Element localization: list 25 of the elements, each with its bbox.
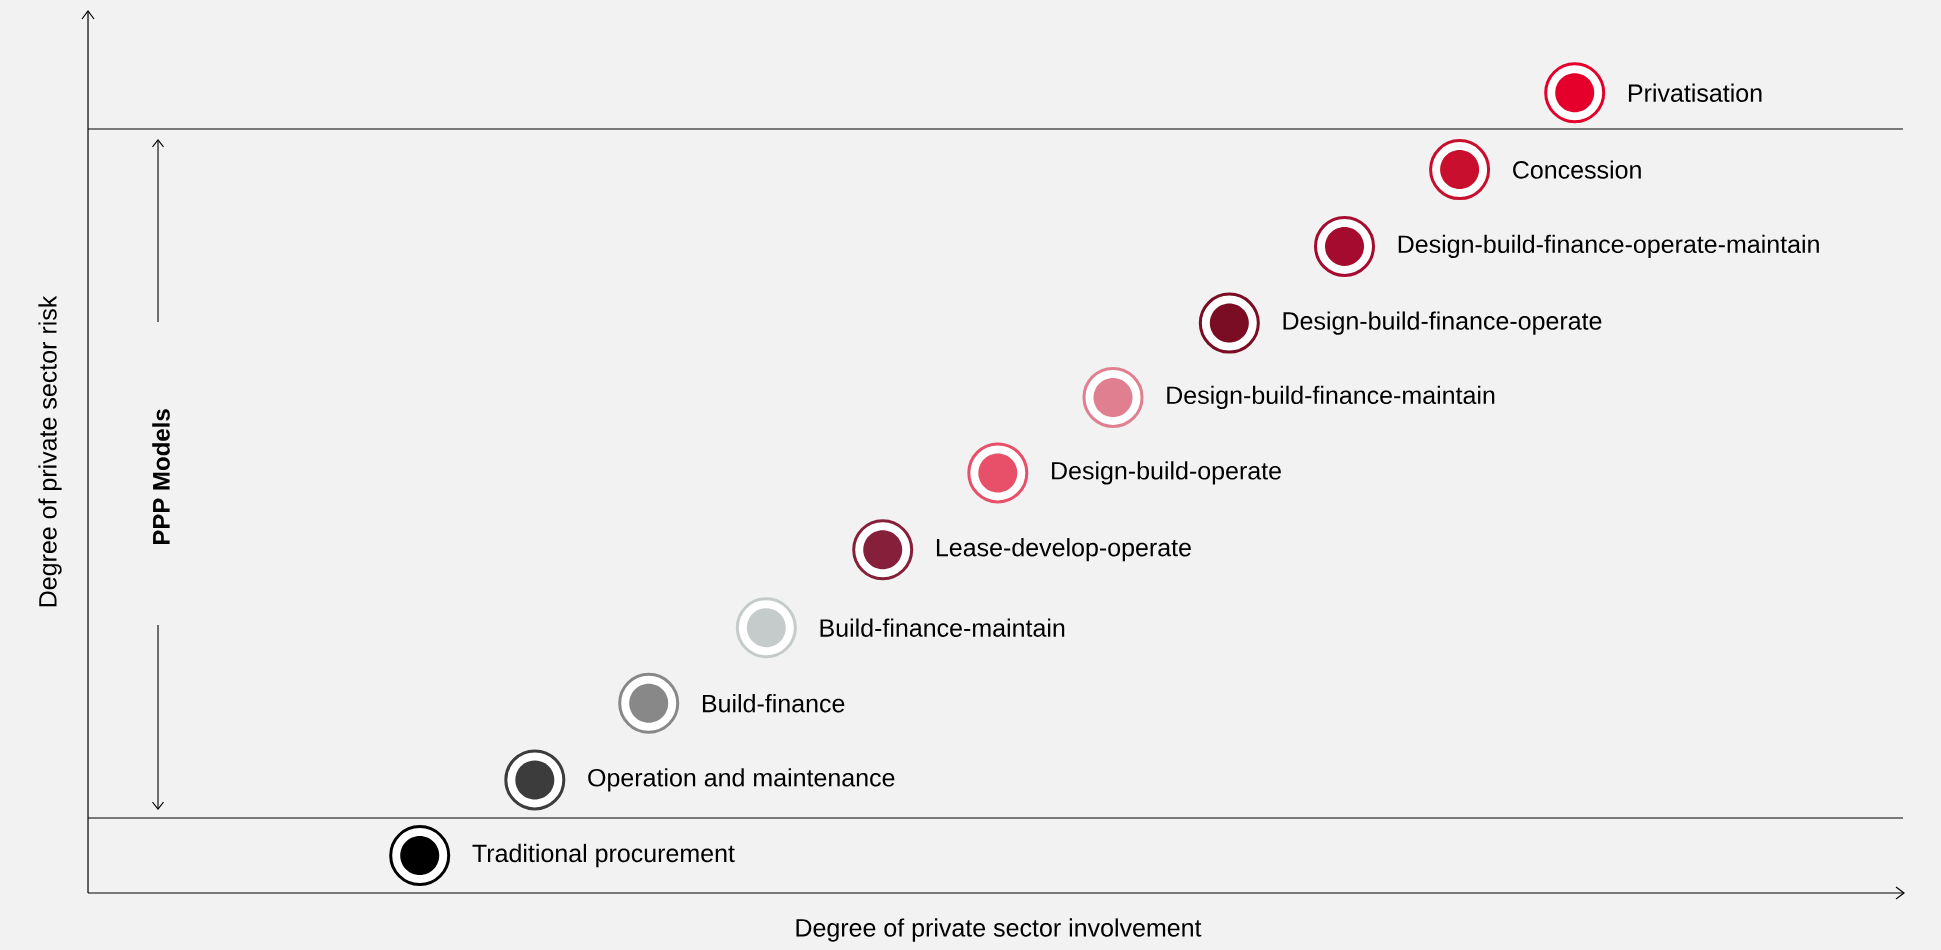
ring-marker [852, 519, 914, 581]
ring-marker [967, 442, 1029, 504]
model-label: Privatisation [1628, 83, 1762, 102]
ring-marker [1429, 139, 1491, 201]
ring-marker [389, 825, 451, 886]
axis-title: Degree of private sector risk [38, 295, 62, 607]
ring-marker [1198, 292, 1260, 354]
ring-marker [504, 749, 566, 811]
ring-marker [1544, 62, 1606, 124]
ring-marker [1082, 366, 1144, 428]
model-label: Lease-develop-operate [936, 538, 1191, 562]
model-label: Build-finance-maintain [820, 618, 1065, 637]
ring-marker [1314, 215, 1375, 277]
model-label: Build-finance [702, 694, 845, 713]
model-label: Traditional procurement [472, 843, 735, 868]
range-label: PPP Models [152, 409, 170, 545]
axis-title: Degree of private sector involvement [796, 918, 1202, 942]
model-label: Design-build-finance-operate [1283, 311, 1602, 335]
model-label: Design-build-operate [1052, 461, 1281, 485]
model-label: Operation and maintenance [588, 768, 895, 792]
model-label: Concession [1513, 160, 1641, 179]
ring-marker [735, 597, 797, 659]
model-label: Design-build-finance-maintain [1167, 385, 1495, 410]
ring-marker [618, 672, 680, 734]
model-label: Design-build-finance-operate-maintain [1398, 234, 1819, 259]
